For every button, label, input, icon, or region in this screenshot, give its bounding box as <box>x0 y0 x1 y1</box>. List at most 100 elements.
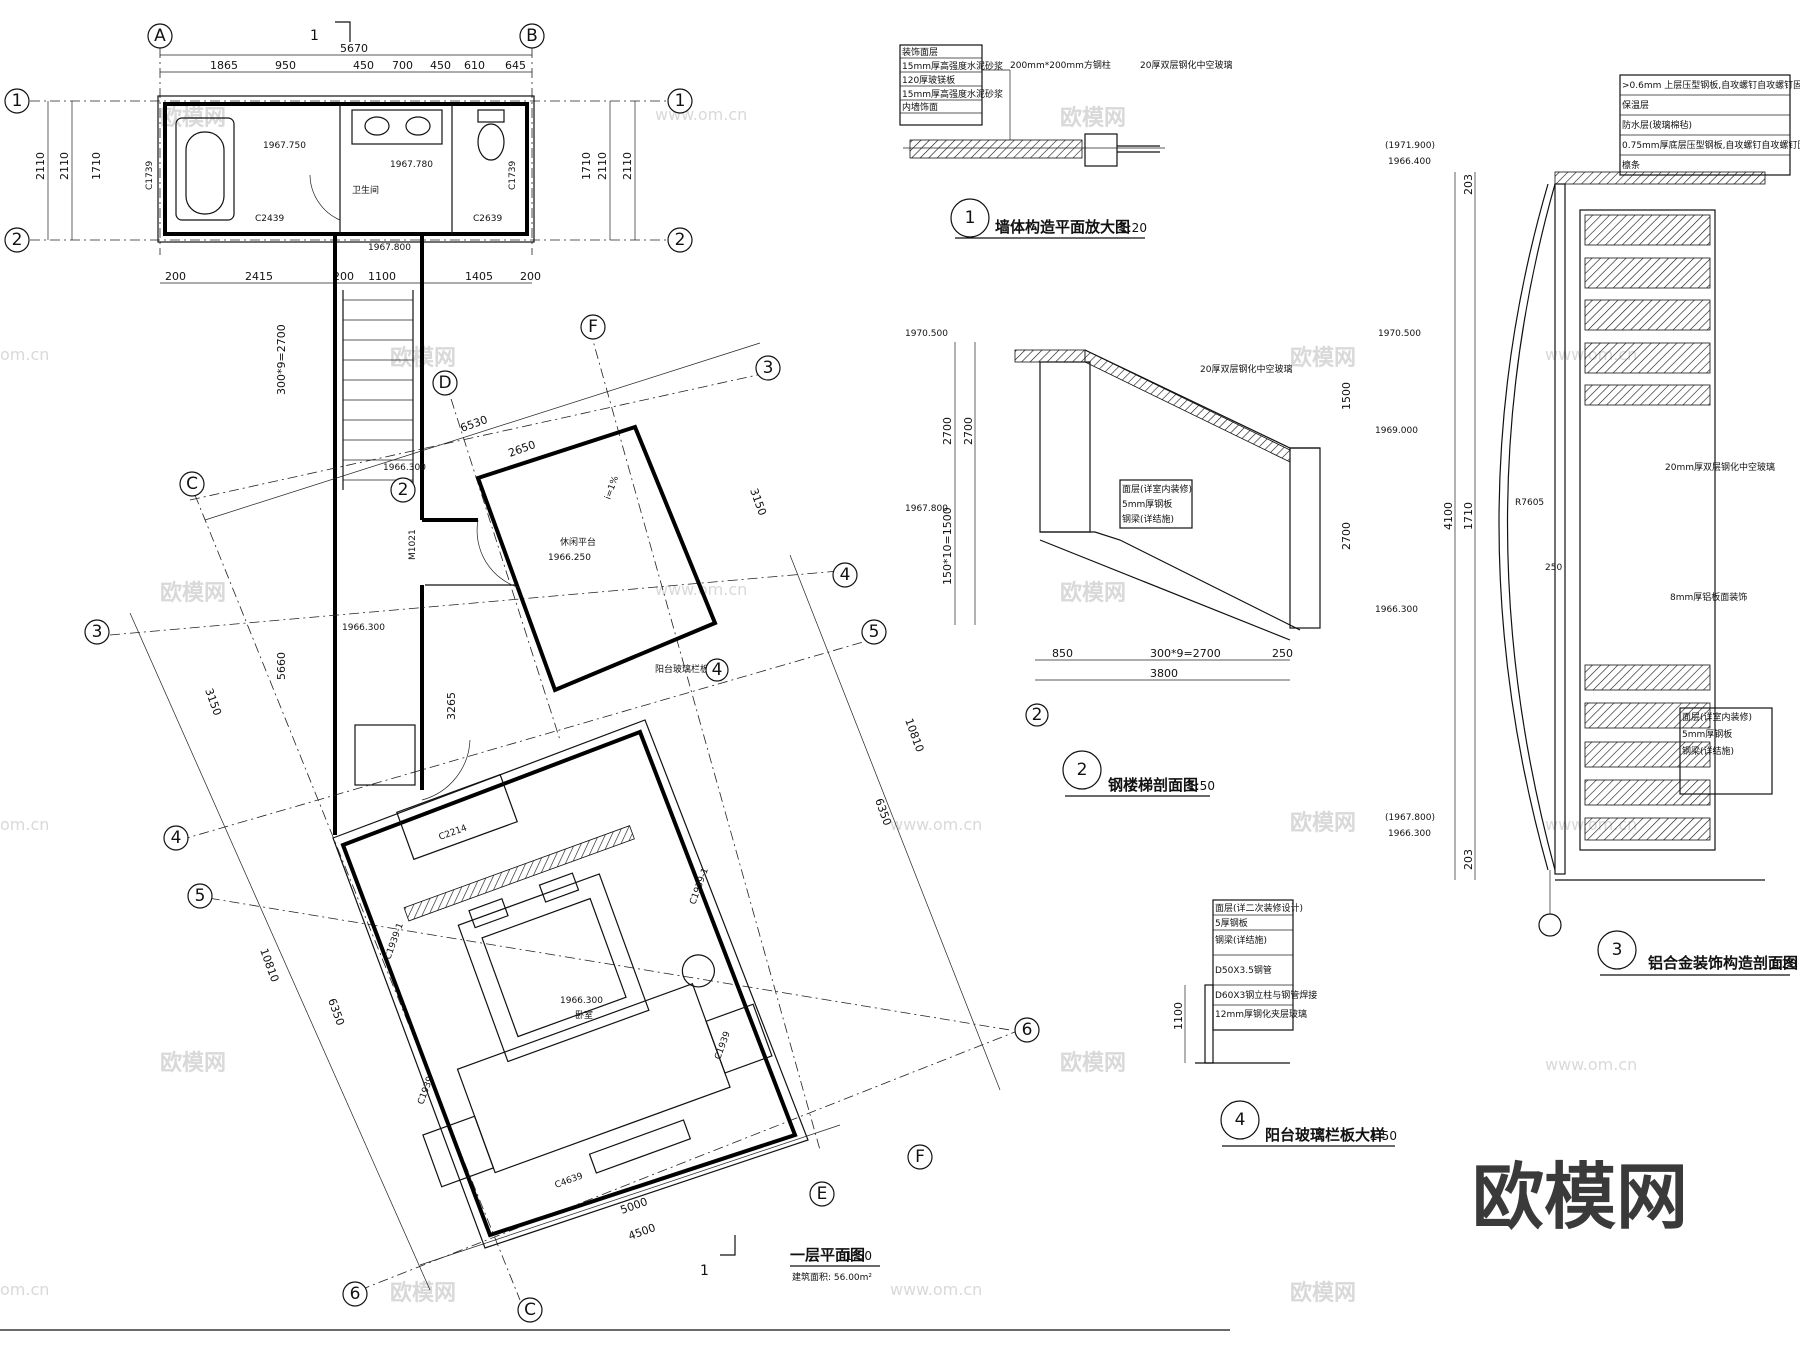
dim-text: 2110 <box>621 152 634 180</box>
detail-scale: 1:50 <box>1370 1129 1397 1143</box>
dim-text: 1100 <box>368 270 396 283</box>
section-marker: 1 <box>700 1263 709 1279</box>
layer-text: 面层(详二次装修设计) <box>1215 902 1303 914</box>
stair-corridor: 300*9=2700 1966.300 1966.300 5660 3265 M… <box>275 234 458 835</box>
dim-text: 1865 <box>210 59 238 72</box>
room-label: 卧室 <box>575 1009 593 1021</box>
watermark-url: www.om.cn <box>1545 1055 1637 1074</box>
detail-num: 4 <box>1235 1110 1246 1130</box>
layer-text: 面层(详室内装修) <box>1122 483 1192 495</box>
dim-text: 300*9=2700 <box>1150 647 1221 660</box>
section-marker: 1 <box>310 28 319 44</box>
detail-ref: 2 <box>398 480 409 500</box>
dim-text: 2110 <box>596 152 609 180</box>
dim-text: 203 <box>1462 174 1475 195</box>
window-label: C1739 <box>145 161 155 190</box>
elevation-label: 1966.300 <box>1375 605 1418 615</box>
dim-text: 2110 <box>58 152 71 180</box>
room-label: 休闲平台 <box>560 536 596 548</box>
layer-text: 12mm厚钢化夹层玻璃 <box>1215 1008 1307 1020</box>
layer-text: 保温层 <box>1622 99 1649 111</box>
detail-ref: 4 <box>712 660 723 680</box>
axis-label: 5 <box>195 886 206 906</box>
window-label: C1939 <box>713 1030 732 1061</box>
elevation-label: 1967.780 <box>390 160 433 170</box>
dim-text: 4100 <box>1442 502 1455 530</box>
watermark-text: 欧模网 <box>1060 105 1126 131</box>
dim-text: 200 <box>165 270 186 283</box>
elevation-label: (1971.900) <box>1385 141 1435 151</box>
note-text: R7605 <box>1515 498 1544 508</box>
window-label: C1739 <box>508 161 518 190</box>
detail-scale: 1:20 <box>1770 957 1797 971</box>
detail-scale: 1:20 <box>1120 221 1147 235</box>
dim-text: 1405 <box>465 270 493 283</box>
layer-text: 15mm厚高强度水泥砂浆 <box>902 88 1003 100</box>
dim-text: 2700 <box>941 417 954 445</box>
window-label: C2639 <box>473 214 502 224</box>
dim-text: 610 <box>464 59 485 72</box>
watermark-text: 欧模网 <box>160 1050 226 1076</box>
elevation-label: 1966.400 <box>1388 157 1431 167</box>
dim-text: 700 <box>392 59 413 72</box>
note-text: 20厚双层钢化中空玻璃 <box>1140 59 1232 71</box>
dim-text: 3150 <box>202 687 224 718</box>
watermark-text: 欧模网 <box>160 580 226 606</box>
watermark-text: 欧模网 <box>1290 1280 1356 1306</box>
axis-label: 3 <box>763 358 774 378</box>
axis-label: F <box>588 317 598 337</box>
elevation-label: (1967.800) <box>1385 813 1435 823</box>
dim-text: 5670 <box>340 42 368 55</box>
detail-title: 铝合金装饰构造剖面图 <box>1648 954 1798 972</box>
watermark-text: 欧模网 <box>1060 580 1126 606</box>
elevation-label: 1966.300 <box>342 623 385 633</box>
layer-text: 5厚钢板 <box>1215 917 1248 929</box>
axis-label: 6 <box>1022 1020 1033 1040</box>
dim-text: 450 <box>430 59 451 72</box>
detail-4: 面层(详二次装修设计) 5厚钢板 钢梁(详结施) D50X3.5钢管 D60X3… <box>1172 899 1397 1147</box>
detail-num: 2 <box>1077 760 1088 780</box>
watermark-url: www.om.cn <box>890 1280 982 1299</box>
detail-num: 1 <box>965 208 976 228</box>
elevation-label: 1966.300 <box>383 463 426 473</box>
axis-label: 4 <box>840 565 851 585</box>
axis-label: 4 <box>171 828 182 848</box>
axis-label: 2 <box>12 230 23 250</box>
layer-text: 钢梁(详结施) <box>1215 934 1267 946</box>
elevation-label: 1966.300 <box>1388 829 1431 839</box>
axis-label: 1 <box>675 91 686 111</box>
elevation-label: 1970.500 <box>1378 329 1421 339</box>
layer-text: 钢梁(详结施) <box>1122 513 1174 525</box>
elevation-label: 1966.250 <box>548 553 591 563</box>
room-label: 卫生间 <box>352 184 379 196</box>
plan-scale: 1:50 <box>845 1249 872 1263</box>
window-label: C2214 <box>438 823 469 842</box>
window-label: C4639 <box>554 1171 585 1190</box>
elevation-label: 1970.500 <box>905 329 948 339</box>
detail-1: 装饰面层 15mm厚高强度水泥砂浆 120厚玻镁板 15mm厚高强度水泥砂浆 内… <box>899 44 1232 239</box>
detail-2: 1970.500 1970.500 1969.000 1967.800 1966… <box>905 329 1421 797</box>
floor-area: 建筑面积: 56.00m² <box>792 1271 872 1283</box>
layer-text: 0.75mm厚底层压型钢板,自攻螺钉自攻螺钉固定 <box>1622 139 1800 151</box>
watermark-url: www.om.cn <box>655 105 747 124</box>
axis-label: D <box>438 373 451 393</box>
window-label: C1939-1 <box>688 867 710 906</box>
note-text: 20mm厚双层钢化中空玻璃 <box>1665 461 1775 473</box>
dim-text: 3800 <box>1150 667 1178 680</box>
dim-text: 3150 <box>747 487 769 518</box>
dim-text: 1500 <box>1340 382 1353 410</box>
door-label: M1021 <box>408 529 418 560</box>
axis-label: B <box>526 26 538 46</box>
axis-label: 3 <box>92 622 103 642</box>
detail-title: 钢楼梯剖面图 <box>1108 776 1198 794</box>
dim-text: 150*10=1500 <box>941 507 954 585</box>
dim-text: 250 <box>1545 563 1562 573</box>
watermark-text: 欧模网 <box>1290 810 1356 836</box>
axis-bubble-b <box>519 23 545 49</box>
dim-text: 250 <box>1272 647 1293 660</box>
watermark-text: 欧模网 <box>1290 345 1356 371</box>
watermarks: 欧模网 欧模网 欧模网 欧模网 欧模网 欧模网 欧模网 欧模网 欧模网 欧模网 … <box>0 105 1637 1306</box>
axis-label: F <box>915 1147 925 1167</box>
dim-text: 850 <box>1052 647 1073 660</box>
